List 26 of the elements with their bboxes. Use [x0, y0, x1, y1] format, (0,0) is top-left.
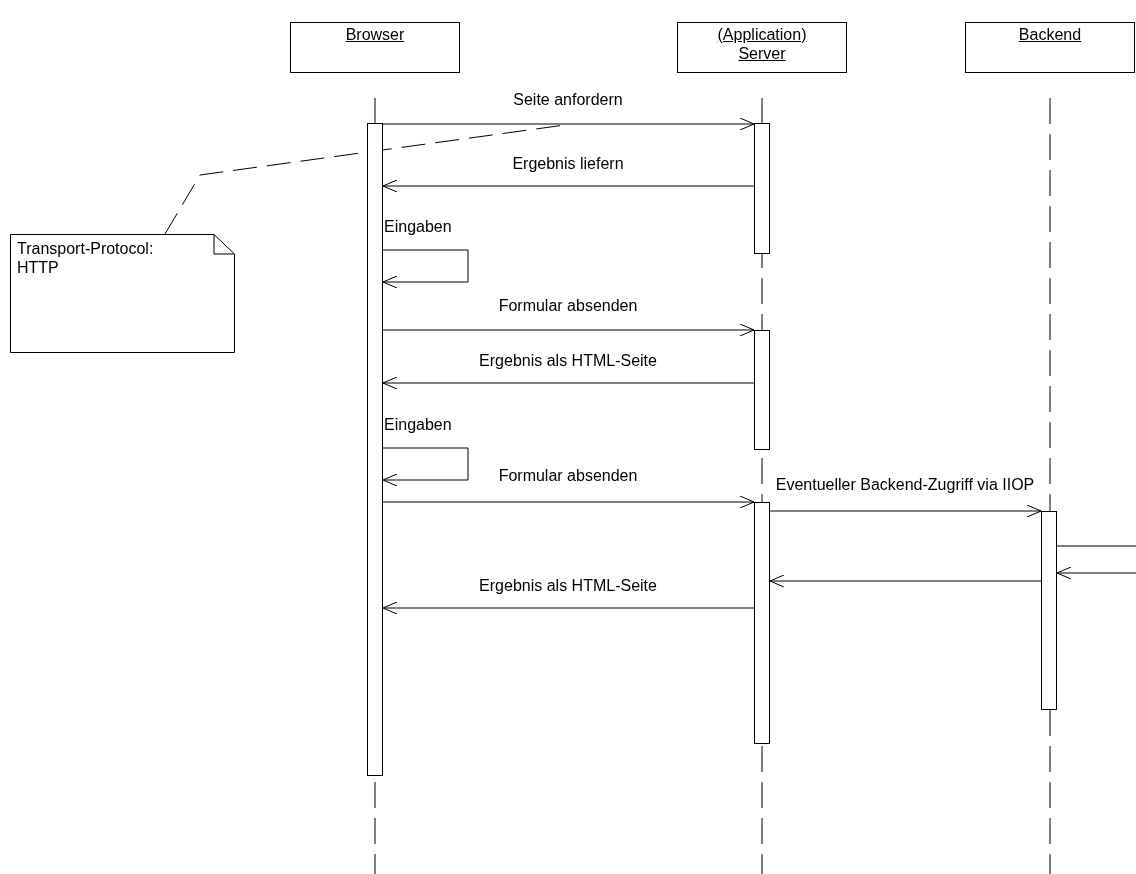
participant-box: Backend [965, 22, 1135, 73]
activation-bar [754, 123, 770, 254]
note-text: Transport-Protocol: HTTP [17, 239, 155, 277]
edge-label: Eventueller Backend-Zugriff via IIOP [774, 475, 1036, 495]
edge-label: Eingaben [383, 415, 453, 435]
message-arrow [382, 376, 755, 390]
edge-label: Eingaben [383, 217, 453, 237]
edge-label: Ergebnis als HTML-Seite [478, 351, 658, 371]
message-arrow [382, 323, 755, 337]
participant-box: Browser [290, 22, 460, 73]
message-arrow [382, 495, 755, 509]
message-arrow [382, 601, 755, 615]
activation-bar [367, 123, 383, 776]
activation-bar [754, 330, 770, 450]
activation-bar [754, 502, 770, 744]
message-arrow [769, 574, 1042, 588]
message-arrow [382, 179, 755, 193]
activation-bar [1041, 511, 1057, 710]
edge-label: Ergebnis liefern [511, 154, 625, 174]
message-arrow [769, 504, 1042, 518]
edge-label: Ergebnis als HTML-Seite [478, 576, 658, 596]
participant-box: (Application) Server [677, 22, 847, 73]
message-arrow [382, 117, 755, 131]
message-arrow [382, 447, 469, 487]
message-arrow [382, 249, 469, 289]
message-arrow [1056, 566, 1136, 580]
